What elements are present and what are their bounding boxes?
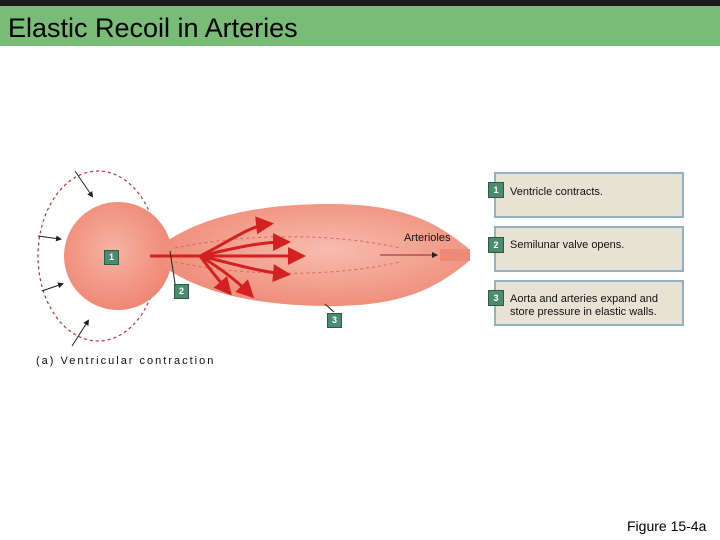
- slide-title: Elastic Recoil in Arteries: [8, 13, 298, 43]
- marker-2: 2: [174, 284, 189, 299]
- step-text-2: Semilunar valve opens.: [510, 239, 625, 251]
- step-text-1: Ventricle contracts.: [510, 186, 603, 198]
- marker-1: 1: [104, 250, 119, 265]
- contraction-arrows: [37, 170, 94, 347]
- step-number-2: 2: [488, 237, 504, 253]
- step-box-2: Semilunar valve opens.: [494, 226, 684, 272]
- resting-wall: [174, 236, 401, 274]
- title-bar: Elastic Recoil in Arteries: [0, 0, 720, 46]
- step-number-3: 3: [488, 290, 504, 306]
- blood-flow-arrows: [150, 216, 306, 299]
- step-box-3: Aorta and arteries expand and store pres…: [494, 280, 684, 326]
- figure-label: Figure 15-4a: [627, 518, 707, 534]
- arterioles-label: Arterioles: [404, 232, 451, 244]
- leader-lines: [169, 250, 335, 313]
- step-box-1: Ventricle contracts.: [494, 172, 684, 218]
- step-number-1: 1: [488, 182, 504, 198]
- step-text-3: Aorta and arteries expand and store pres…: [510, 293, 658, 318]
- arteriole-vessel: [440, 249, 470, 261]
- figure-caption: (a) Ventricular contraction: [36, 355, 216, 367]
- marker-3: 3: [327, 313, 342, 328]
